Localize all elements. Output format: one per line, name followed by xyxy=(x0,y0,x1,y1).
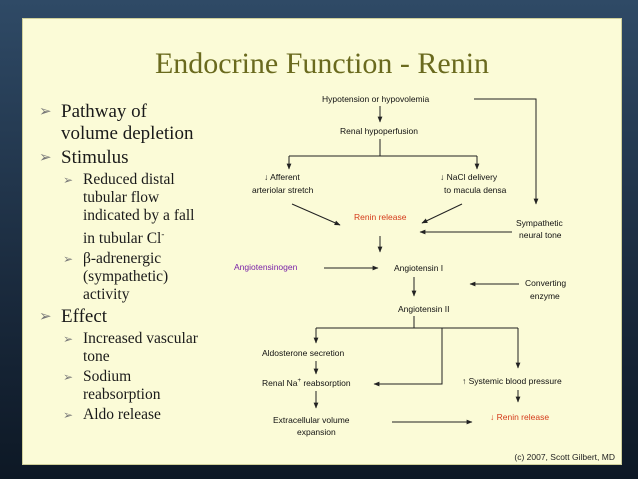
renal-na-label: Renal Na xyxy=(262,378,298,388)
node-converting: Converting xyxy=(525,278,566,288)
renal-na-sup: + xyxy=(297,378,301,384)
bullet-arrow-icon: ➢ xyxy=(63,252,74,267)
node-converting-line2: enzyme xyxy=(530,291,560,301)
bullet-text: Increased vascular xyxy=(83,330,198,348)
bullet-arrow-icon: ➢ xyxy=(63,332,74,347)
bullet-text: volume depletion xyxy=(61,123,194,144)
bullet-text: Sodium xyxy=(83,368,132,386)
slide: Endocrine Function - Renin ➢ Pathway of … xyxy=(22,18,622,465)
node-angiotensin-2: Angiotensin II xyxy=(398,304,450,314)
node-ecv-line2: expansion xyxy=(297,427,336,437)
subbullet-vascular-tone: ➢ Increased vascular tone xyxy=(37,330,237,366)
node-sympathetic: Sympathetic xyxy=(516,218,564,228)
bullet-sup: - xyxy=(161,229,165,239)
node-renal-hypoperfusion: Renal hypoperfusion xyxy=(340,126,418,136)
bullet-effect: ➢ Effect xyxy=(37,306,237,328)
bullet-text: indicated by a fall xyxy=(83,207,195,224)
bullet-arrow-icon: ➢ xyxy=(63,173,74,187)
node-angiotensinogen: Angiotensinogen xyxy=(234,262,298,272)
node-afferent-line2: arteriolar stretch xyxy=(252,185,314,195)
node-afferent: ↓ Afferent xyxy=(264,172,300,182)
node-angiotensin-1: Angiotensin I xyxy=(394,263,443,273)
arrow-nacl-to-renin xyxy=(421,203,463,224)
bullet-stimulus: ➢ Stimulus xyxy=(37,147,237,169)
node-renin-release: Renin release xyxy=(354,212,407,222)
bullet-arrow-icon: ➢ xyxy=(39,150,52,166)
bullet-list: ➢ Pathway of volume depletion ➢ Stimulus… xyxy=(37,101,237,426)
node-systemic-bp: ↑ Systemic blood pressure xyxy=(462,376,562,386)
node-ecv: Extracellular volume xyxy=(273,415,350,425)
subbullet-aldo: ➢ Aldo release xyxy=(37,406,237,424)
bullet-arrow-icon: ➢ xyxy=(39,309,52,326)
slide-title: Endocrine Function - Renin xyxy=(154,47,490,80)
subbullet-tubular-flow: ➢ Reduced distal tubular flow indicated … xyxy=(37,171,237,248)
node-sympathetic-line2: neural tone xyxy=(519,230,562,240)
bullet-pathway: ➢ Pathway of volume depletion xyxy=(37,101,237,145)
arrow-hypotension-to-sympathetic xyxy=(474,98,539,205)
bullet-text: Pathway of xyxy=(61,101,148,122)
subbullet-beta-adrenergic: ➢ β-adrenergic (sympathetic) activity xyxy=(37,250,237,304)
arrow-afferent-to-renin xyxy=(291,203,341,226)
bullet-text: tone xyxy=(83,348,110,366)
bullet-text: tubular flow xyxy=(83,189,160,206)
bullet-text: (sympathetic) xyxy=(83,268,169,286)
bullet-arrow-icon: ➢ xyxy=(39,104,52,120)
arrow-aii-to-renal-na xyxy=(373,328,443,387)
bullet-text: reabsorption xyxy=(83,386,161,404)
bullet-text: Effect xyxy=(61,306,108,328)
subbullet-sodium: ➢ Sodium reabsorption xyxy=(37,368,237,404)
node-renal-na: Renal Na+ reabsorption xyxy=(262,378,351,388)
bullet-arrow-icon: ➢ xyxy=(63,370,74,385)
renal-na-label2: reabsorption xyxy=(301,378,351,388)
bullet-arrow-icon: ➢ xyxy=(63,408,74,423)
bullet-text: activity xyxy=(83,286,130,304)
node-nacl-line2: to macula densa xyxy=(444,185,507,195)
renin-pathway-diagram: Hypotension or hypovolemia Renal hypoper… xyxy=(234,94,566,437)
bullet-text: in tubular Cl xyxy=(83,230,162,248)
node-renin-release-decreased: ↓ Renin release xyxy=(490,412,549,422)
bullet-text: Aldo release xyxy=(83,406,161,424)
bullet-text: Stimulus xyxy=(61,147,129,168)
credit-text: (c) 2007, Scott Gilbert, MD xyxy=(514,452,615,462)
node-aldosterone: Aldosterone secretion xyxy=(262,348,344,358)
node-hypotension: Hypotension or hypovolemia xyxy=(322,94,430,104)
bullet-text: Reduced distal xyxy=(83,171,175,188)
bullet-text: β-adrenergic xyxy=(83,250,162,268)
node-nacl: ↓ NaCl delivery xyxy=(440,172,498,182)
